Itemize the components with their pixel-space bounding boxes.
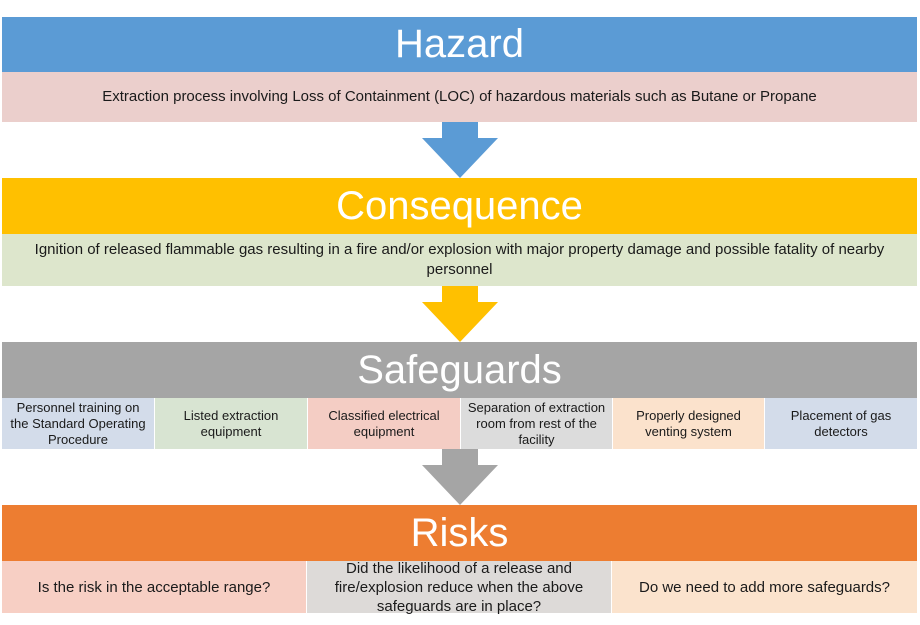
safeguards-list: Personnel training on the Standard Opera… — [2, 398, 917, 449]
down-arrow-icon — [422, 286, 498, 342]
safeguard-item-listed-equipment: Listed extraction equipment — [155, 398, 308, 449]
risks-header: Risks — [2, 505, 917, 561]
safeguards-title: Safeguards — [357, 347, 562, 392]
risk-item-more-safeguards: Do we need to add more safeguards? — [612, 561, 917, 613]
safeguard-item-electrical: Classified electrical equipment — [308, 398, 461, 449]
consequence-title: Consequence — [336, 183, 583, 228]
hazard-description-text: Extraction process involving Loss of Con… — [102, 88, 817, 105]
safeguards-header: Safeguards — [2, 342, 917, 398]
down-arrow-icon — [422, 449, 498, 505]
consequence-description-text: Ignition of released flammable gas resul… — [34, 241, 885, 278]
down-arrow-icon — [422, 122, 498, 178]
risk-item-acceptable-range: Is the risk in the acceptable range? — [2, 561, 307, 613]
safeguard-item-separation: Separation of extraction room from rest … — [461, 398, 613, 449]
consequence-header: Consequence — [2, 178, 917, 234]
safeguard-item-training: Personnel training on the Standard Opera… — [2, 398, 155, 449]
consequence-description: Ignition of released flammable gas resul… — [2, 234, 917, 286]
hazard-title: Hazard — [395, 22, 524, 66]
hazard-description: Extraction process involving Loss of Con… — [2, 72, 917, 122]
risk-item-likelihood-reduced: Did the likelihood of a release and fire… — [307, 560, 612, 615]
safeguard-item-gas-detectors: Placement of gas detectors — [765, 398, 917, 449]
risks-list: Is the risk in the acceptable range? Did… — [2, 560, 917, 615]
hazard-header: Hazard — [2, 17, 917, 72]
safeguard-item-venting: Properly designed venting system — [613, 398, 765, 449]
risks-title: Risks — [410, 510, 509, 555]
